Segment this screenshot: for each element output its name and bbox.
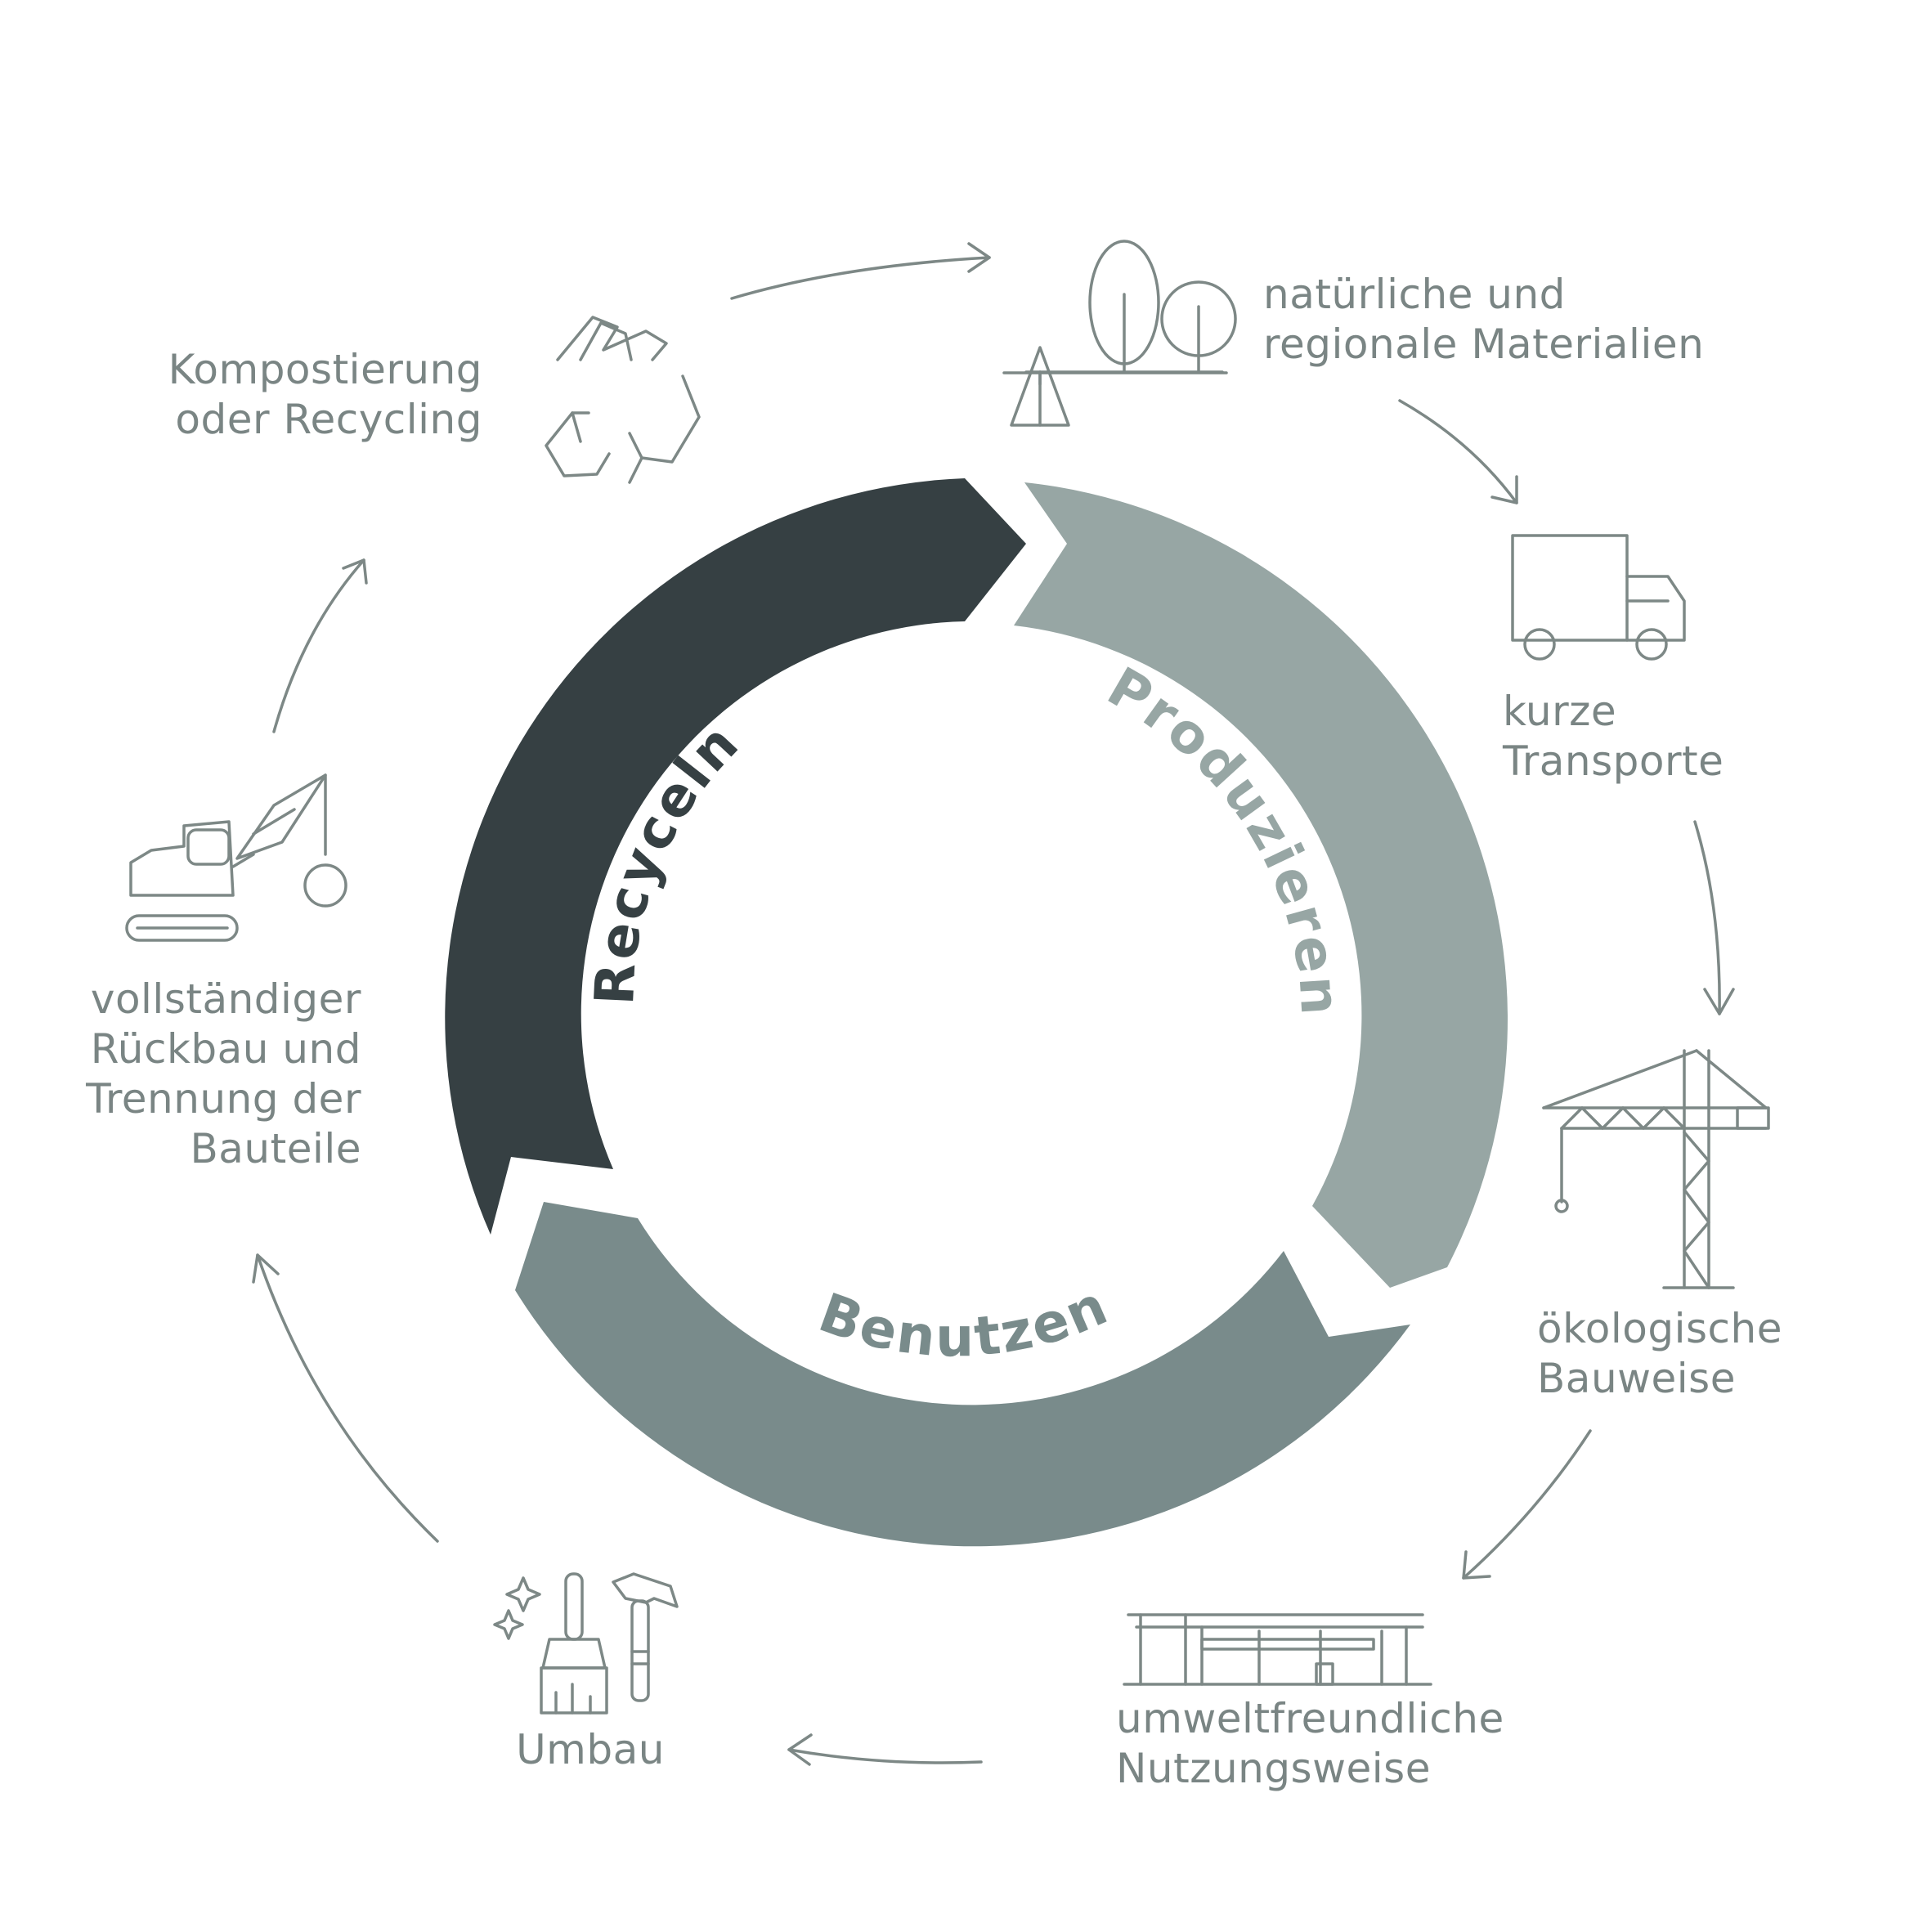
label-umbau: Umbau: [516, 1726, 665, 1773]
arrow-nutzung-to-umbau: [787, 1733, 983, 1766]
segment-recyceln: [445, 478, 1026, 1235]
arrow-materialien-to-transporte: [1398, 399, 1518, 504]
label-recycling: Kompostierung oder Recycling: [168, 346, 482, 443]
arrow-transporte-to-bauweise: [1693, 820, 1735, 1015]
excavator-icon: [125, 773, 347, 942]
label-rueckbau: vollständiger Rückbau und Trennung der B…: [86, 975, 361, 1172]
label-benutzen: Benutzen: [811, 1273, 1118, 1369]
arrow-recycling-to-materialien: [730, 242, 991, 300]
building-icon: [1123, 1613, 1432, 1686]
truck-icon: [1511, 534, 1686, 661]
arrow-rueckbau-to-recycling: [272, 558, 368, 733]
label-nutzung: umweltfreundliche Nutzungsweise: [1116, 1695, 1504, 1792]
label-bauweise: ökologische Bauweise: [1537, 1305, 1782, 1402]
segment-produzieren: [1014, 482, 1508, 1288]
recycle-icon: [545, 316, 701, 484]
label-transporte: kurze Transporte: [1503, 688, 1724, 785]
segment-benutzen: [515, 1202, 1410, 1547]
crane-icon: [1542, 1049, 1770, 1289]
tools-icon: [493, 1572, 679, 1715]
arrow-umbau-to-rueckbau: [252, 1253, 439, 1543]
label-materialien: natürliche und regionale Materialien: [1263, 271, 1705, 368]
trees-icon: [1002, 240, 1237, 427]
arrow-bauweise-to-nutzung: [1462, 1429, 1592, 1580]
